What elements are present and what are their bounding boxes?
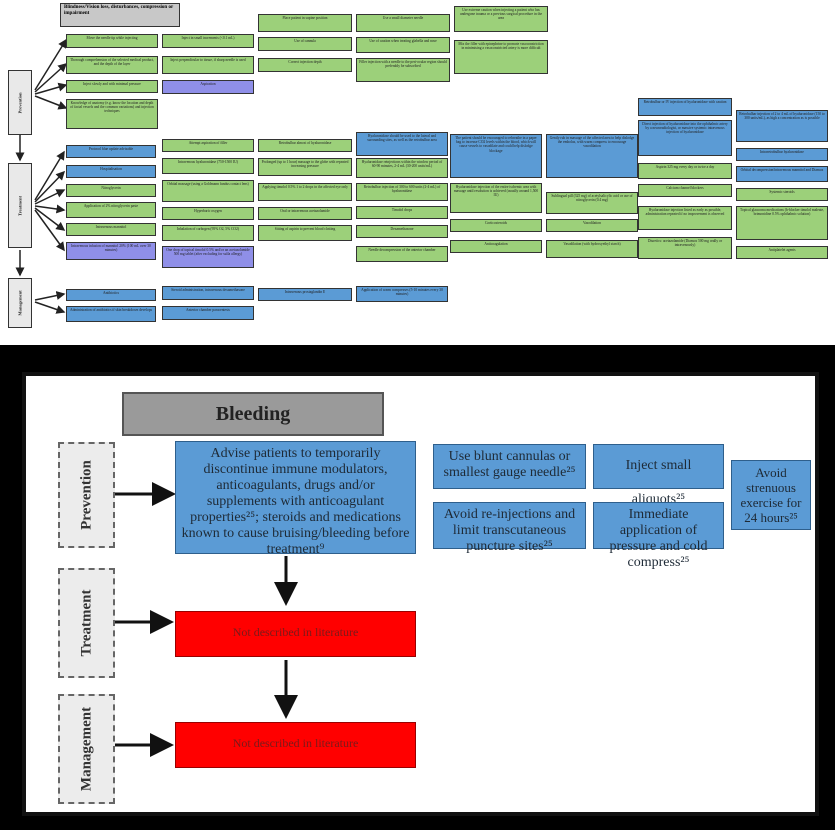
treat-box: Applying timolol 0.5% 1 to 2 drops in th… [258, 183, 352, 201]
arrow [34, 82, 68, 95]
treat-box: Antiplatelet agents [736, 246, 828, 259]
treat-box: Inhalation of carbogen (95% O2, 5% CO2) [162, 225, 254, 241]
treat-box: Vasodilation (with hydroxyethyl starch) [546, 240, 638, 258]
advise-patients-box: Advise patients to temporarily discontin… [175, 441, 416, 557]
arrow [34, 95, 68, 110]
prev-box: Use of cannula [258, 37, 352, 51]
prev-box: Inject perpendicular to tissue, if sharp… [162, 56, 254, 74]
avoid-reinjections-box: Avoid re-injections and limit transcutan… [433, 502, 586, 554]
prev-box: Inject slowly and with minimal pressure [66, 80, 158, 93]
bleeding-management-label: Management [58, 694, 115, 804]
side-management: Management [8, 278, 32, 328]
treat-box: Orbital massage (using a Goldmann fundus… [162, 180, 254, 202]
arrow [34, 62, 68, 93]
top-connectors [15, 38, 68, 314]
treat-box: Sublingual pill (325 mg) of acetylsalicy… [546, 192, 638, 214]
pressure-cold-box: Immediate application of pressure and co… [593, 502, 724, 570]
treat-box: One drop of topical timolol 0.5% and/or … [162, 246, 254, 268]
treat-box: The patient should be encouraged to rebr… [450, 134, 542, 178]
bleeding-frame [22, 372, 819, 816]
mgmt-box: Steroid administration, intravenous dexa… [162, 286, 254, 300]
prev-box: Move the needle tip while injecting [66, 34, 158, 48]
treat-box: Hyaluronidase injection listed as early … [638, 206, 732, 230]
treat-box: Diuretics: acetazolamide (Diamox 500 mg … [638, 237, 732, 259]
prev-box: Inject in small increments (<0.1 mL) [162, 34, 254, 48]
bleeding-treatment-label: Treatment [58, 568, 115, 678]
treat-box: Vasodilation [546, 219, 638, 232]
mgmt-box: Administration of antibiotics if skin br… [66, 306, 156, 322]
arrow [34, 301, 66, 314]
treat-box: Aspirin 325 mg every day or twice a day [638, 163, 732, 179]
management-red-box: Not described in literature [175, 722, 416, 768]
treat-box: Sitting of aspirin to prevent blood clot… [258, 225, 352, 241]
arrow [34, 209, 65, 252]
treat-box: Retrobulbar injection of 2 to 4 mL of hy… [736, 110, 828, 142]
avoid-exercise-box: Avoid strenuous exercise for 24 hours²⁵ [731, 460, 811, 530]
treat-box: Prolonged (up to 1 hour) massage to the … [258, 158, 352, 176]
prev-box: Use of caution when treating glabella an… [356, 37, 450, 53]
treat-box: Intravenous infusion of mannitol 20% (10… [66, 242, 156, 260]
top-flowchart: Blindness/Vision loss, disturbances, com… [0, 0, 835, 345]
mgmt-box: Application of warm compresses (5-10 min… [356, 286, 448, 302]
treat-box: Dexamethasone [356, 225, 448, 238]
treat-box: Protocol blue update advisable [66, 145, 156, 158]
prev-box: Correct injection depth [258, 58, 352, 72]
treat-box: Topical glaucoma medications (b-blocker … [736, 206, 828, 240]
treat-box: Intravenous hyaluronidase (750-1500 IU) [162, 158, 254, 174]
top-title: Blindness/Vision loss, disturbances, com… [60, 3, 180, 27]
treat-box: Nitroglycerin [66, 184, 156, 197]
treat-box: Hyperbaric oxygen [162, 207, 254, 220]
treat-box: Intravenous mannitol [66, 223, 156, 236]
treat-box: Retrobulbar or IV injection of hyaluroni… [638, 98, 732, 116]
treat-box: Corticosteroids [450, 219, 542, 232]
treat-box: Hyaluronidase should be used to the late… [356, 132, 448, 156]
prev-box: Use extreme caution when injecting a pat… [454, 6, 548, 32]
arrow [34, 170, 66, 203]
arrow [34, 291, 66, 301]
prev-box: Place patient in supine position [258, 14, 352, 32]
mgmt-box: Antibiotics [66, 289, 156, 301]
arrow [34, 150, 65, 201]
treat-box: Gently rub in massage of the affected ar… [546, 134, 638, 178]
prev-box: Knowledge of anatomy (e.g. know the loca… [66, 99, 158, 129]
treat-box: Calcium channel blockers [638, 184, 732, 197]
treat-box: Intraretrobulbar hyaluronidase [736, 148, 828, 161]
prev-box: Use a small diameter needle [356, 14, 450, 32]
treat-box: Application of 2% nitroglycerin paste [66, 202, 156, 218]
blunt-cannulas-box: Use blunt cannulas or smallest gauge nee… [433, 444, 586, 489]
mgmt-box: Anterior chamber paracentesis [162, 306, 254, 320]
arrow [34, 207, 66, 231]
treat-box: Timolol drops [356, 206, 448, 219]
bleeding-prevention-label: Prevention [58, 442, 115, 548]
prev-box: Mix the filler with epinephrine to promo… [454, 40, 548, 74]
treat-box: Retrobulbar almost of hyaluronidase [258, 139, 352, 152]
treat-box: Attempt aspiration of filler [162, 139, 254, 152]
prev-box: Aspiration [162, 80, 254, 94]
mgmt-box: Intravenous prostaglandin E [258, 288, 352, 301]
treat-box: Hospitalisation [66, 165, 156, 178]
treat-box: Hyaluronidase reinjections within the wi… [356, 158, 448, 178]
treat-box: Direct injection of hyaluronidase into t… [638, 120, 732, 156]
treat-box: Orbital decompression/intravenous mannit… [736, 166, 828, 182]
prev-box: Thorough comprehension of the selected m… [66, 56, 158, 74]
treatment-red-box: Not described in literature [175, 611, 416, 657]
side-prevention: Prevention [8, 70, 32, 135]
side-treatment: Treatment [8, 163, 32, 248]
treat-box: Systemic steroids [736, 188, 828, 201]
arrow [34, 38, 67, 91]
treat-box: Oral or intravenous acetazolamide [258, 207, 352, 220]
treat-box: Needle decompression of the anterior cha… [356, 246, 448, 262]
arrow [34, 189, 66, 205]
arrow [34, 204, 66, 214]
prev-box: Filler injection with a needle to the pe… [356, 58, 450, 82]
treat-box: Hyaluronidase injection of the entire is… [450, 183, 542, 213]
treat-box: Retrobulbar injection of 300 to 600 unit… [356, 183, 448, 201]
treat-box: Anticoagulation [450, 240, 542, 253]
bleeding-title: Bleeding [122, 392, 384, 436]
small-aliquots-box: Inject small aliquots²⁵ [593, 444, 724, 507]
